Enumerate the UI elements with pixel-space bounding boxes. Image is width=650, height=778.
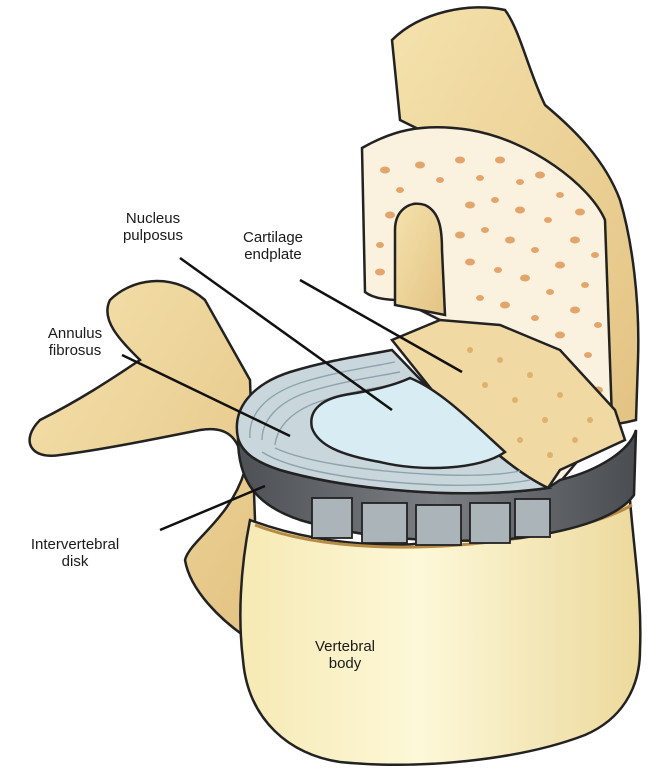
label-line: Cartilage bbox=[218, 229, 328, 246]
label-nucleus-pulposus: Nucleus pulposus bbox=[98, 210, 208, 244]
label-line: Vertebral bbox=[300, 638, 390, 655]
label-annulus-fibrosus: Annulus fibrosus bbox=[30, 325, 120, 359]
label-cartilage-endplate: Cartilage endplate bbox=[218, 229, 328, 263]
label-line: Intervertebral bbox=[20, 536, 130, 553]
label-intervertebral-disk: Intervertebral disk bbox=[20, 536, 130, 570]
label-line: pulposus bbox=[98, 227, 208, 244]
label-line: Annulus bbox=[30, 325, 120, 342]
label-line: fibrosus bbox=[30, 342, 120, 359]
label-vertebral-body: Vertebral body bbox=[300, 638, 390, 672]
label-line: disk bbox=[20, 553, 130, 570]
spinal-canal-slot bbox=[395, 204, 445, 315]
label-line: Nucleus bbox=[98, 210, 208, 227]
label-line: endplate bbox=[218, 246, 328, 263]
label-line: body bbox=[300, 655, 390, 672]
